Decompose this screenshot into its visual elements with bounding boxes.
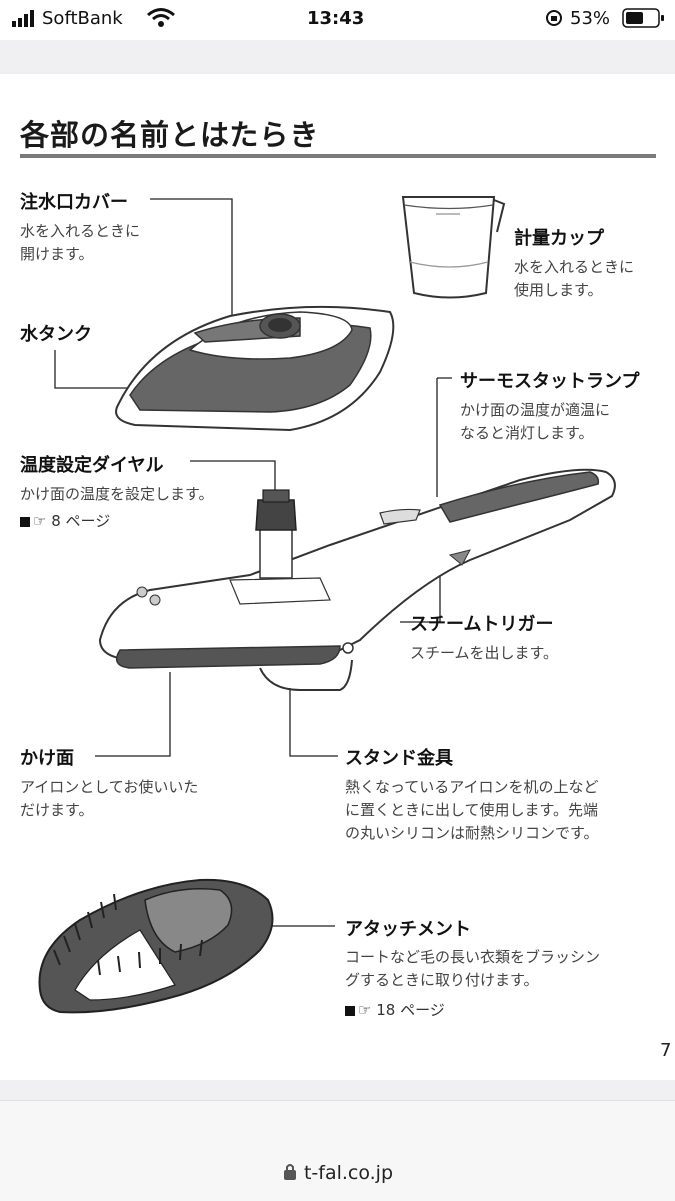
- desc-steam-trigger: スチームを出します。: [410, 644, 559, 662]
- page-ref-icon: [20, 517, 30, 527]
- desc-soleplate: アイロンとしてお使いいた だけます。: [20, 778, 199, 819]
- label-attachment: アタッチメント: [345, 919, 471, 940]
- handheld-iron-illustration: [98, 468, 616, 691]
- url-display[interactable]: t-fal.co.jp: [0, 1162, 675, 1184]
- label-stand: スタンド金具: [345, 748, 453, 769]
- page-number: 7: [660, 1040, 672, 1061]
- page-ref-icon: [345, 1006, 355, 1016]
- water-tank-illustration: [115, 305, 395, 432]
- viewer-bottom-band: [0, 1080, 675, 1100]
- viewer-top-band: [0, 40, 675, 74]
- attachment-brush-illustration: [38, 878, 274, 1014]
- label-soleplate: かけ面: [20, 748, 74, 769]
- status-bar: SoftBank 13:43 53%: [0, 0, 675, 40]
- desc-thermostat-lamp: かけ面の温度が適温に なると消灯します。: [460, 401, 611, 442]
- ref-temp-dial: ☞ 8 ページ: [20, 510, 110, 531]
- battery-icon: [622, 8, 664, 28]
- label-water-inlet-cover: 注水口カバー: [20, 192, 128, 213]
- label-temp-dial: 温度設定ダイヤル: [20, 455, 164, 476]
- label-steam-trigger: スチームトリガー: [410, 614, 554, 635]
- title-underline: [20, 154, 656, 158]
- wifi-icon: [147, 8, 175, 27]
- clock: 13:43: [307, 8, 365, 29]
- label-water-tank: 水タンク: [20, 324, 92, 345]
- browser-bottom-bar: [0, 1100, 675, 1201]
- signal-icon: [12, 10, 34, 27]
- url-text: t-fal.co.jp: [303, 1162, 394, 1184]
- ref-attachment: ☞ 18 ページ: [345, 999, 445, 1020]
- lock-icon: [283, 1164, 296, 1180]
- desc-attachment: コートなど毛の長い衣類をブラッシン グするときに取り付けます。: [345, 948, 601, 989]
- desc-water-inlet-cover: 水を入れるときに 開けます。: [20, 222, 141, 263]
- battery-percent: 53%: [570, 8, 611, 29]
- page-title: 各部の名前とはたらき: [20, 118, 320, 152]
- measuring-cup-illustration: [401, 196, 506, 299]
- label-measuring-cup: 計量カップ: [514, 228, 604, 249]
- illustrations: [38, 196, 616, 1014]
- pointing-hand-icon: ☞: [358, 1001, 372, 1019]
- orientation-lock-icon: [546, 10, 562, 26]
- pointing-hand-icon: ☞: [33, 512, 47, 530]
- carrier-name: SoftBank: [42, 8, 123, 29]
- label-thermostat-lamp: サーモスタットランプ: [460, 371, 640, 392]
- desc-temp-dial: かけ面の温度を設定します。: [20, 485, 214, 503]
- desc-measuring-cup: 水を入れるときに 使用します。: [514, 258, 635, 299]
- desc-stand: 熱くなっているアイロンを机の上など に置くときに出して使用します。先端 の丸いシ…: [345, 778, 599, 842]
